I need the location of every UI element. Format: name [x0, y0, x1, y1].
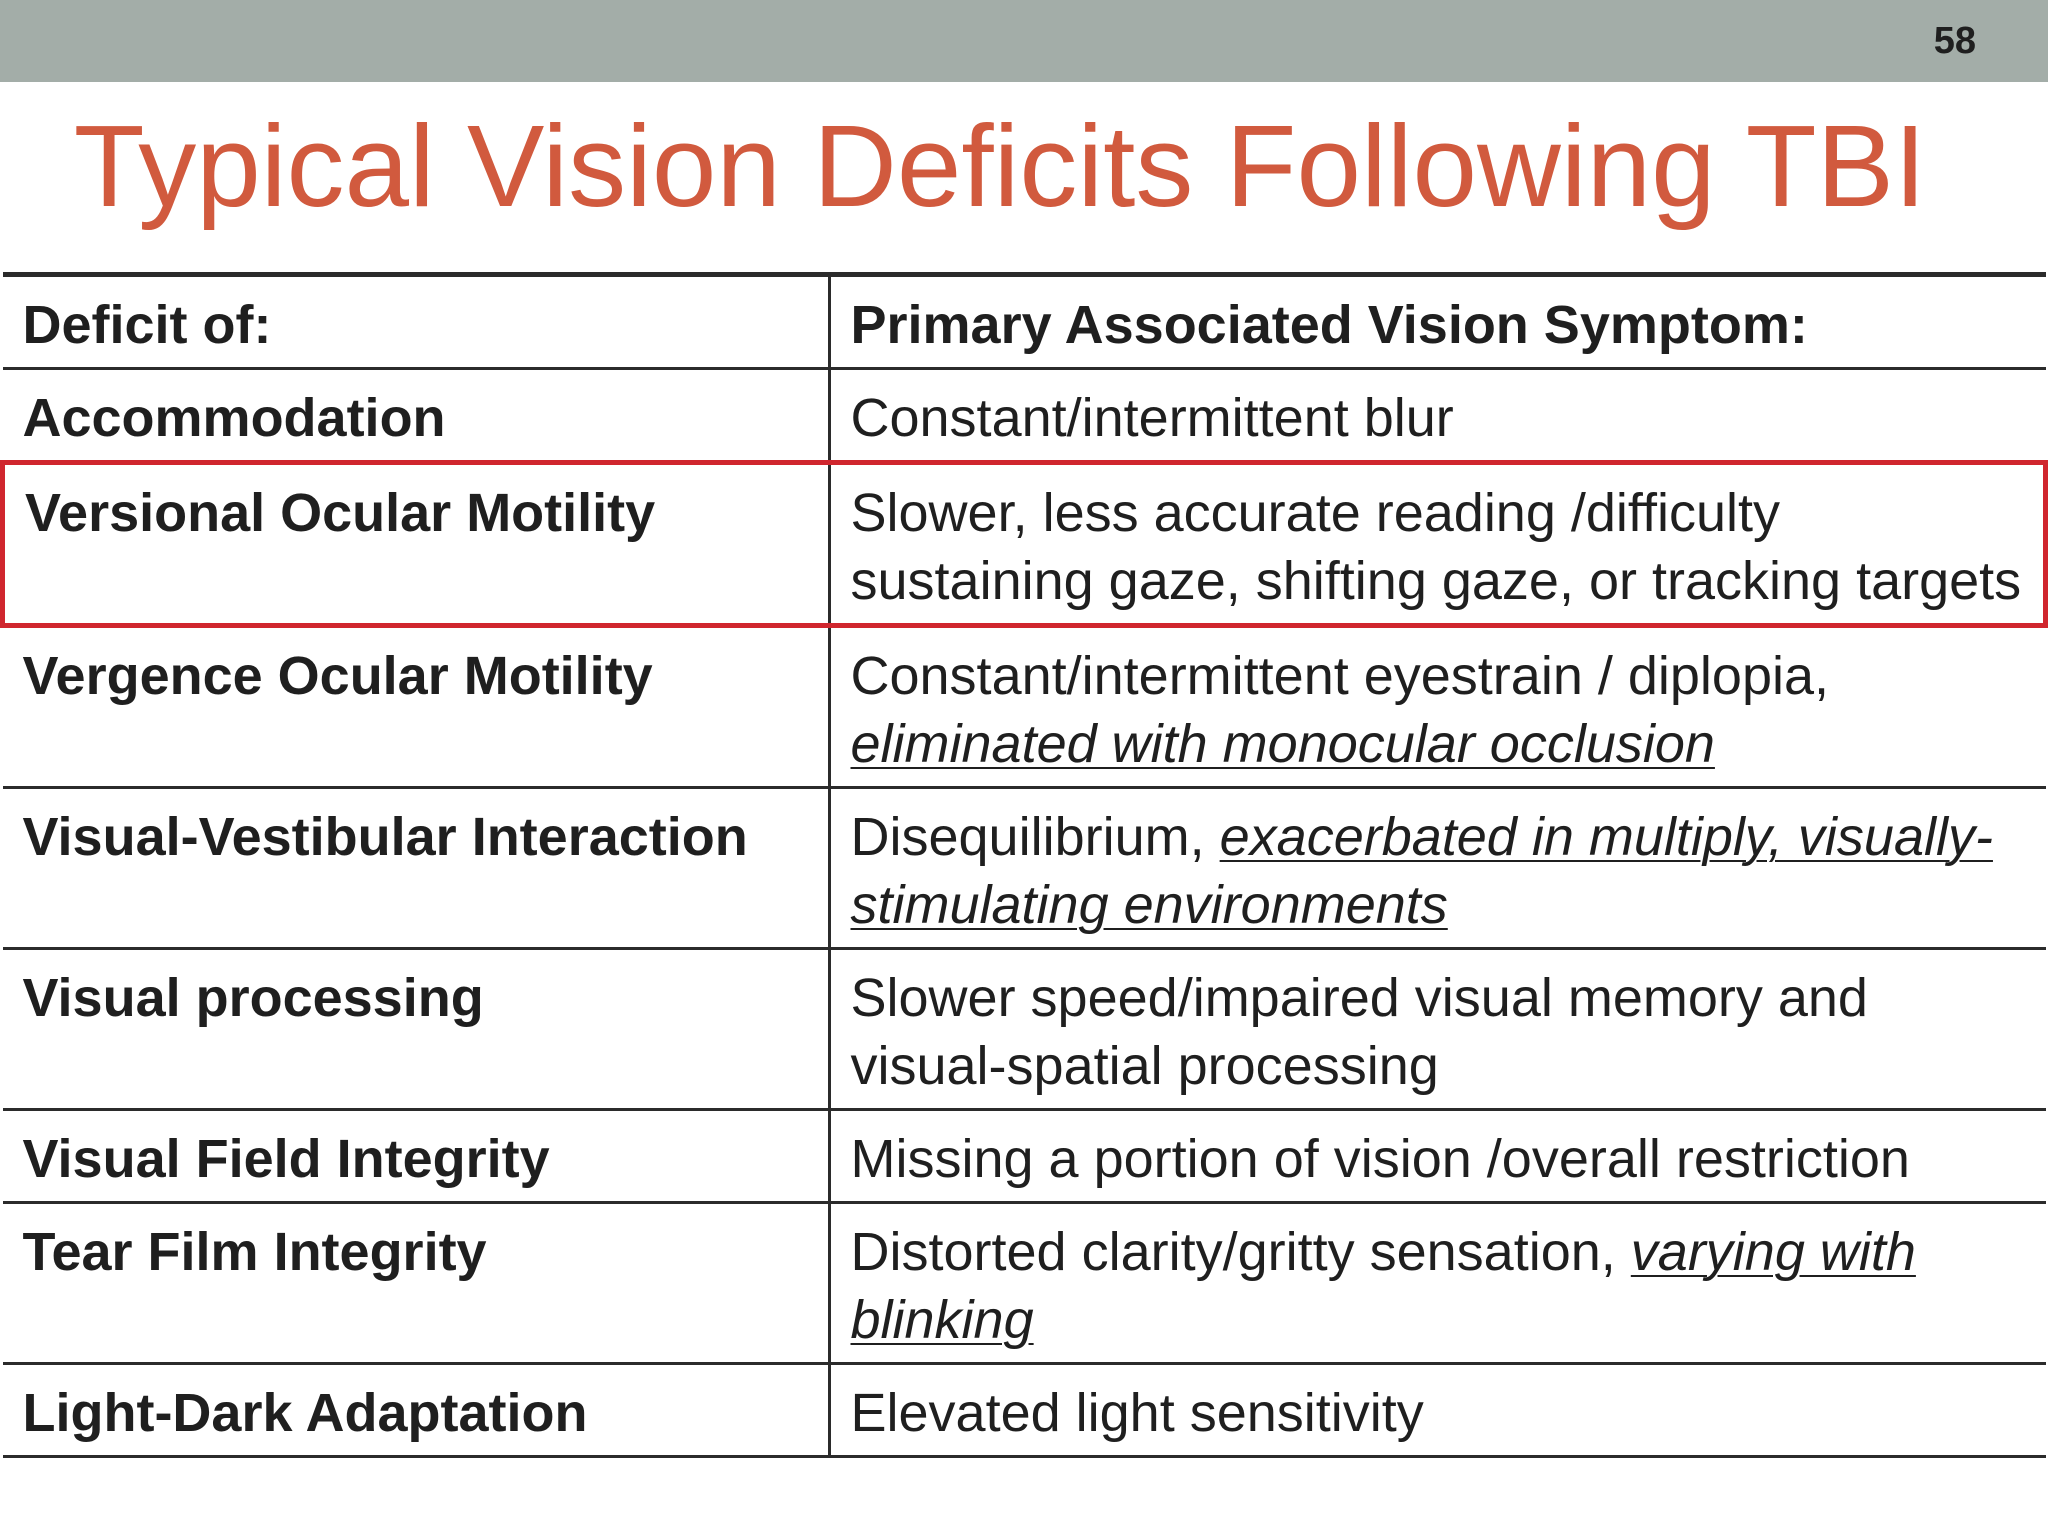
symptom-text: Slower speed/impaired visual memory and … [850, 968, 1868, 1096]
slide-header-bar: 58 [0, 0, 2048, 82]
symptom-cell: Elevated light sensitivity [827, 1362, 2046, 1458]
symptom-emphasis: eliminated with monocular occlusion [850, 714, 1715, 774]
table-row-highlighted: Versional Ocular Motility Slower, less a… [0, 460, 2048, 628]
deficit-cell: Accommodation [2, 367, 831, 464]
symptom-text: Missing a portion of vision /overall res… [850, 1129, 1910, 1189]
symptom-cell: Missing a portion of vision /overall res… [827, 1108, 2046, 1204]
deficit-cell: Tear Film Integrity [2, 1201, 831, 1365]
slide-title: Typical Vision Deficits Following TBI [73, 101, 1927, 231]
symptom-text: Elevated light sensitivity [850, 1383, 1424, 1443]
table-row: Visual processing Slower speed/impaired … [2, 947, 2046, 1111]
symptom-text: Constant/intermittent eyestrain / diplop… [850, 646, 1830, 706]
deficit-cell: Vergence Ocular Motility [2, 624, 831, 789]
page-number: 58 [1933, 20, 1976, 62]
header-symptom: Primary Associated Vision Symptom: [827, 272, 2046, 370]
deficits-table-container: Deficit of: Primary Associated Vision Sy… [0, 272, 2048, 1458]
table-row: Visual-Vestibular Interaction Disequilib… [2, 786, 2046, 950]
deficit-cell: Visual-Vestibular Interaction [2, 786, 831, 950]
symptom-text: Slower, less accurate reading /difficult… [850, 483, 2022, 611]
table-row: Visual Field Integrity Missing a portion… [2, 1108, 2046, 1204]
table-row: Tear Film Integrity Distorted clarity/gr… [2, 1201, 2046, 1365]
table-header-row: Deficit of: Primary Associated Vision Sy… [2, 272, 2046, 370]
symptom-text: Constant/intermittent blur [850, 388, 1454, 448]
symptom-cell: Slower, less accurate reading /difficult… [827, 460, 2048, 628]
deficit-cell: Versional Ocular Motility [0, 460, 831, 628]
symptom-text: Distorted clarity/gritty sensation, [850, 1222, 1631, 1282]
deficit-cell: Light-Dark Adaptation [2, 1362, 831, 1458]
symptom-cell: Slower speed/impaired visual memory and … [827, 947, 2046, 1111]
deficits-table: Deficit of: Primary Associated Vision Sy… [0, 272, 2048, 1458]
header-deficit: Deficit of: [2, 272, 831, 370]
symptom-cell: Constant/intermittent eyestrain / diplop… [827, 624, 2046, 789]
table-row: Vergence Ocular Motility Constant/interm… [2, 624, 2046, 789]
table-row: Light-Dark Adaptation Elevated light sen… [2, 1362, 2046, 1458]
symptom-cell: Constant/intermittent blur [827, 367, 2046, 464]
symptom-emphasis: varying with blinking [850, 1222, 1916, 1350]
symptom-emphasis: exacerbated in multiply, visually-stimul… [850, 807, 1993, 935]
symptom-cell: Distorted clarity/gritty sensation, vary… [827, 1201, 2046, 1365]
deficit-cell: Visual Field Integrity [2, 1108, 831, 1204]
table-row: Accommodation Constant/intermittent blur [2, 367, 2046, 464]
deficit-cell: Visual processing [2, 947, 831, 1111]
symptom-text: Disequilibrium, [850, 807, 1220, 867]
symptom-cell: Disequilibrium, exacerbated in multiply,… [827, 786, 2046, 950]
